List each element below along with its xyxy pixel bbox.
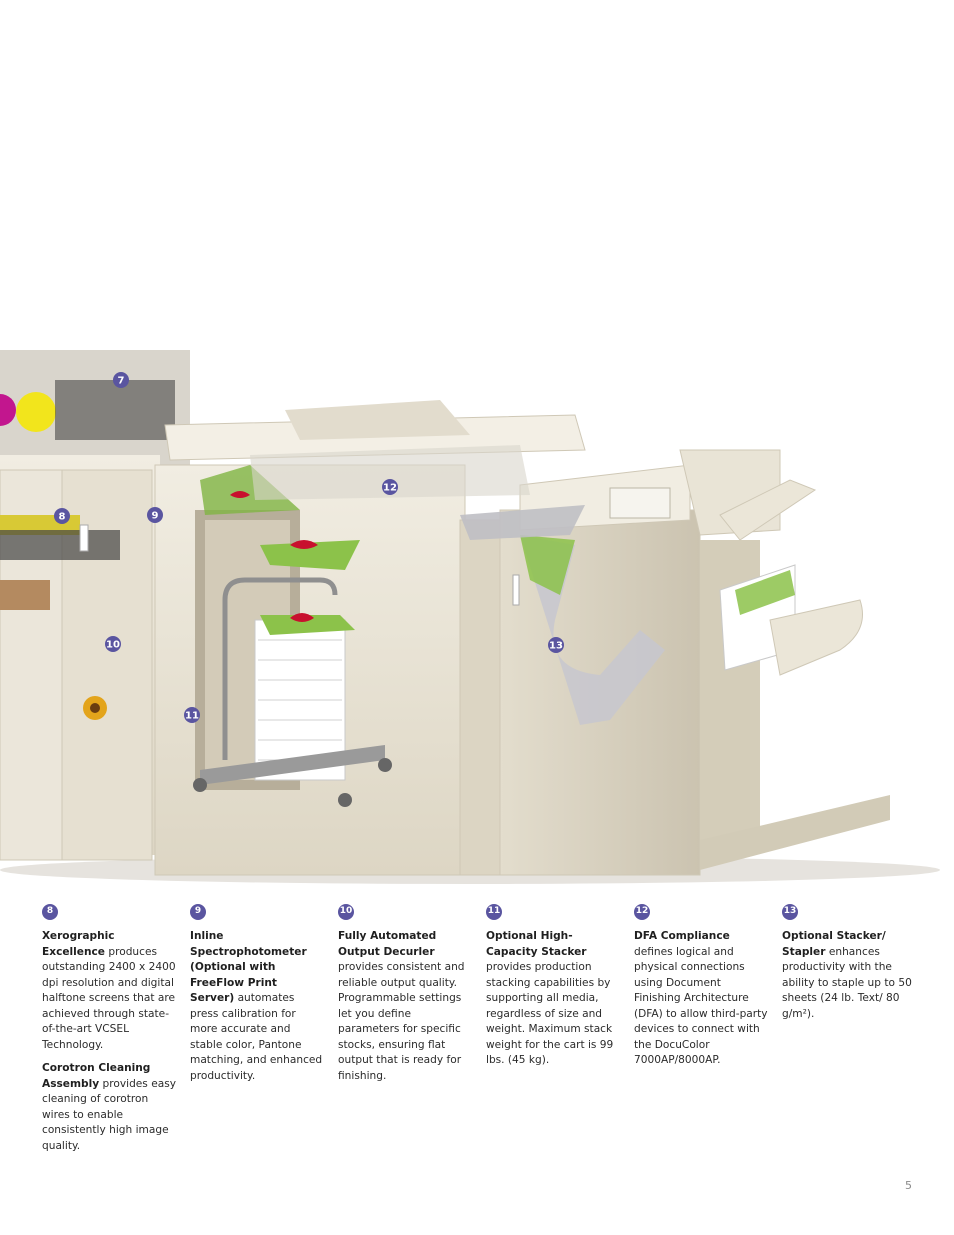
callout-7: 7	[113, 372, 129, 388]
feature-title: Optional High-Capacity Stacker	[486, 930, 587, 958]
feature-column-13: 13 Optional Stacker/ Stapler enhances pr…	[782, 904, 916, 1030]
feature-column-9: 9 Inline Spectrophotometer (Optional wit…	[190, 904, 324, 1092]
toner-magenta	[0, 394, 16, 426]
feature-description: provides easy cleaning of corotron wires…	[42, 1077, 176, 1152]
feature-description: defines logical and physical connections…	[634, 945, 768, 1067]
page-number: 5	[905, 1179, 912, 1192]
feature-paragraph: Optional High-Capacity Stacker provides …	[486, 929, 620, 1069]
feature-column-12: 12 DFA Compliance defines logical and ph…	[634, 904, 768, 1077]
feature-columns: 8 Xerographic Excellence produces outsta…	[0, 904, 954, 1164]
stacker-cart	[193, 577, 392, 807]
feature-number-badge: 11	[486, 904, 502, 920]
feature-description: produces outstanding 2400 x 2400 dpi res…	[42, 945, 176, 1051]
svg-text:8: 8	[59, 512, 66, 523]
feature-number-badge: 13	[782, 904, 798, 920]
svg-text:7: 7	[118, 376, 125, 387]
callout-badges: 7 8 9 10 11 12 13	[54, 372, 564, 723]
feature-title: Xerographic Excellence	[42, 930, 115, 958]
svg-text:10: 10	[106, 640, 120, 651]
svg-text:9: 9	[152, 511, 159, 522]
printer-illustration: 7 8 9 10 11 12 13	[0, 350, 940, 884]
svg-text:12: 12	[383, 483, 397, 494]
feature-description: enhances productivity with the ability t…	[782, 945, 912, 1020]
feature-description: provides production stacking capabilitie…	[486, 961, 614, 1066]
svg-text:11: 11	[185, 711, 199, 722]
feature-column-11: 11 Optional High-Capacity Stacker provid…	[486, 904, 620, 1077]
feature-title: Fully Automated Output Decurler	[338, 930, 437, 958]
feature-number-badge: 8	[42, 904, 58, 920]
feature-title: Inline Spectrophotometer (Optional with …	[190, 930, 307, 1004]
printer-main-body	[154, 400, 586, 876]
callout-9: 9	[147, 507, 163, 523]
callout-8: 8	[54, 508, 70, 524]
finisher-module	[79, 445, 890, 876]
callout-13: 13	[548, 637, 564, 653]
callout-11: 11	[184, 707, 200, 723]
feature-paragraph: DFA Compliance defines logical and physi…	[634, 929, 768, 1069]
feature-paragraph: Xerographic Excellence produces outstand…	[42, 929, 176, 1053]
feature-description: automates press calibration for more acc…	[190, 992, 323, 1082]
feature-title: Corotron Cleaning Assembly	[42, 1062, 151, 1090]
callout-12: 12	[382, 479, 398, 495]
feature-paragraph: Inline Spectrophotometer (Optional with …	[190, 929, 324, 1084]
feature-description: provides consistent and reliable output …	[338, 961, 465, 1082]
feature-number-badge: 9	[190, 904, 206, 920]
feature-paragraph: Optional Stacker/ Stapler enhances produ…	[782, 929, 916, 1022]
print-engine	[0, 350, 190, 861]
feature-paragraph: Corotron Cleaning Assembly provides easy…	[42, 1061, 176, 1154]
feature-column-8: 8 Xerographic Excellence produces outsta…	[42, 904, 176, 1162]
feature-paragraph: Fully Automated Output Decurler provides…	[338, 929, 472, 1084]
feature-title: Optional Stacker/ Stapler	[782, 930, 886, 958]
callout-10: 10	[105, 636, 121, 652]
feature-number-badge: 12	[634, 904, 650, 920]
feature-title: DFA Compliance	[634, 930, 730, 942]
feature-number-badge: 10	[338, 904, 354, 920]
feature-column-10: 10 Fully Automated Output Decurler provi…	[338, 904, 472, 1092]
toner-yellow	[16, 392, 56, 432]
svg-text:13: 13	[549, 641, 563, 652]
